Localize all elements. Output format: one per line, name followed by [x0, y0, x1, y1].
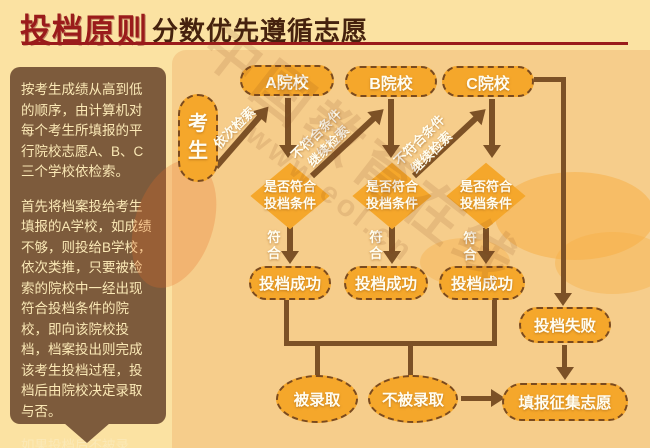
bubble-tail [64, 423, 110, 443]
connector-line [284, 341, 497, 346]
arrowhead-down [556, 367, 574, 380]
connector-line [388, 99, 394, 146]
diamond-text-line2: 投档条件 [263, 195, 316, 211]
diamond-text-line1: 是否符合 [263, 179, 316, 194]
connector-line [492, 300, 497, 344]
diamond-text-line1: 是否符合 [365, 179, 418, 194]
node-collect-volunteer: 填报征集志愿 [502, 383, 628, 421]
node-success-2: 投档成功 [344, 266, 428, 300]
connector-line [562, 345, 567, 369]
label-meet-3: 符合 [463, 231, 477, 262]
connector-line [489, 99, 495, 146]
node-college-c: C院校 [442, 66, 534, 97]
page-subtitle: 分数优先遵循志愿 [152, 16, 369, 46]
title-underline [22, 42, 628, 45]
connector-line [461, 396, 493, 401]
explanation-paragraph-3: 如果投档后不被录取，考生不能在这一组志愿中再被投档，需等待填报本批次征集志愿。 [21, 438, 129, 448]
connector-line [483, 228, 489, 253]
node-admitted: 被录取 [276, 375, 358, 423]
arrowhead-down [483, 145, 501, 158]
diamond-text-line1: 是否符合 [459, 179, 512, 194]
connector-line [287, 227, 293, 253]
node-college-b: B院校 [345, 66, 437, 97]
connector-line [561, 77, 566, 295]
arrowhead-down [477, 251, 495, 264]
connector-line [315, 346, 320, 376]
explanation-paragraph-1: 按考生成绩从高到低的顺序，由计算机对每个考生所填报的平行院校志愿A、B、C三个学… [21, 82, 144, 180]
explanation-paragraph-2: 首先将档案投给考生填报的A学校，如成绩不够，则投给B学校，依次类推，只要被检索的… [21, 198, 152, 419]
connector-line [389, 227, 395, 253]
node-fail: 投档失败 [519, 307, 611, 343]
label-meet-2: 符合 [369, 230, 383, 261]
connector-line [408, 346, 413, 376]
diamond-condition-b-text: 是否符合 投档条件 [360, 179, 424, 213]
arrowhead-down [554, 293, 572, 306]
diamond-text-line2: 投档条件 [365, 195, 418, 211]
arrowhead-down [281, 251, 299, 264]
arrowhead-right [491, 389, 505, 407]
connector-line [284, 300, 289, 346]
explanation-bubble: 按考生成绩从高到低的顺序，由计算机对每个考生所填报的平行院校志愿A、B、C三个学… [10, 67, 166, 448]
node-success-1: 投档成功 [249, 266, 331, 300]
arrowhead-down [382, 145, 400, 158]
label-meet-1: 符合 [267, 230, 281, 261]
connector-line [285, 98, 291, 146]
node-not-admitted: 不被录取 [368, 375, 458, 423]
node-examinee: 考生 [178, 94, 218, 182]
arrowhead-down [279, 145, 297, 158]
arrowhead-down [383, 251, 401, 264]
node-college-a: A院校 [240, 65, 334, 96]
diamond-text-line2: 投档条件 [459, 195, 512, 211]
diamond-condition-a-text: 是否符合 投档条件 [258, 179, 322, 213]
node-success-3: 投档成功 [439, 266, 525, 300]
diamond-condition-c-text: 是否符合 投档条件 [454, 179, 518, 213]
connector-line [534, 77, 566, 82]
